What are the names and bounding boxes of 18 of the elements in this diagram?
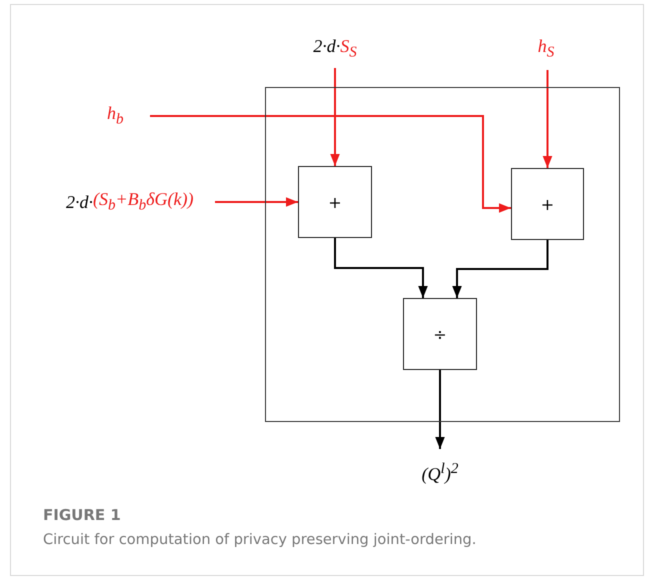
arrow (150, 115, 511, 213)
figure-caption: Circuit for computation of privacy preserving joint-ordering. (43, 532, 476, 548)
signal-label: h$_{S}$ (516, 36, 576, 70)
signal-label: h$_{b}$ (90, 103, 150, 129)
arrow (330, 68, 340, 166)
arrow (215, 197, 298, 207)
arrow (542, 70, 552, 168)
signal-label: 2·d·(S$_{b}$+B$_{b}$δG(k)) (30, 189, 215, 215)
signal-label: (Q$^{l}$)$^{2}$ (400, 449, 480, 485)
arrow (452, 240, 548, 298)
operator-box: + (298, 166, 372, 238)
operator-box: + (511, 168, 584, 240)
signal-label: 2·d·S$_{S}$ (280, 36, 390, 68)
operator-box: ÷ (403, 298, 477, 370)
enclosure-box (265, 87, 620, 422)
arrow (334, 238, 428, 298)
figure-title: FIGURE 1 (43, 506, 121, 524)
arrow (435, 370, 445, 449)
